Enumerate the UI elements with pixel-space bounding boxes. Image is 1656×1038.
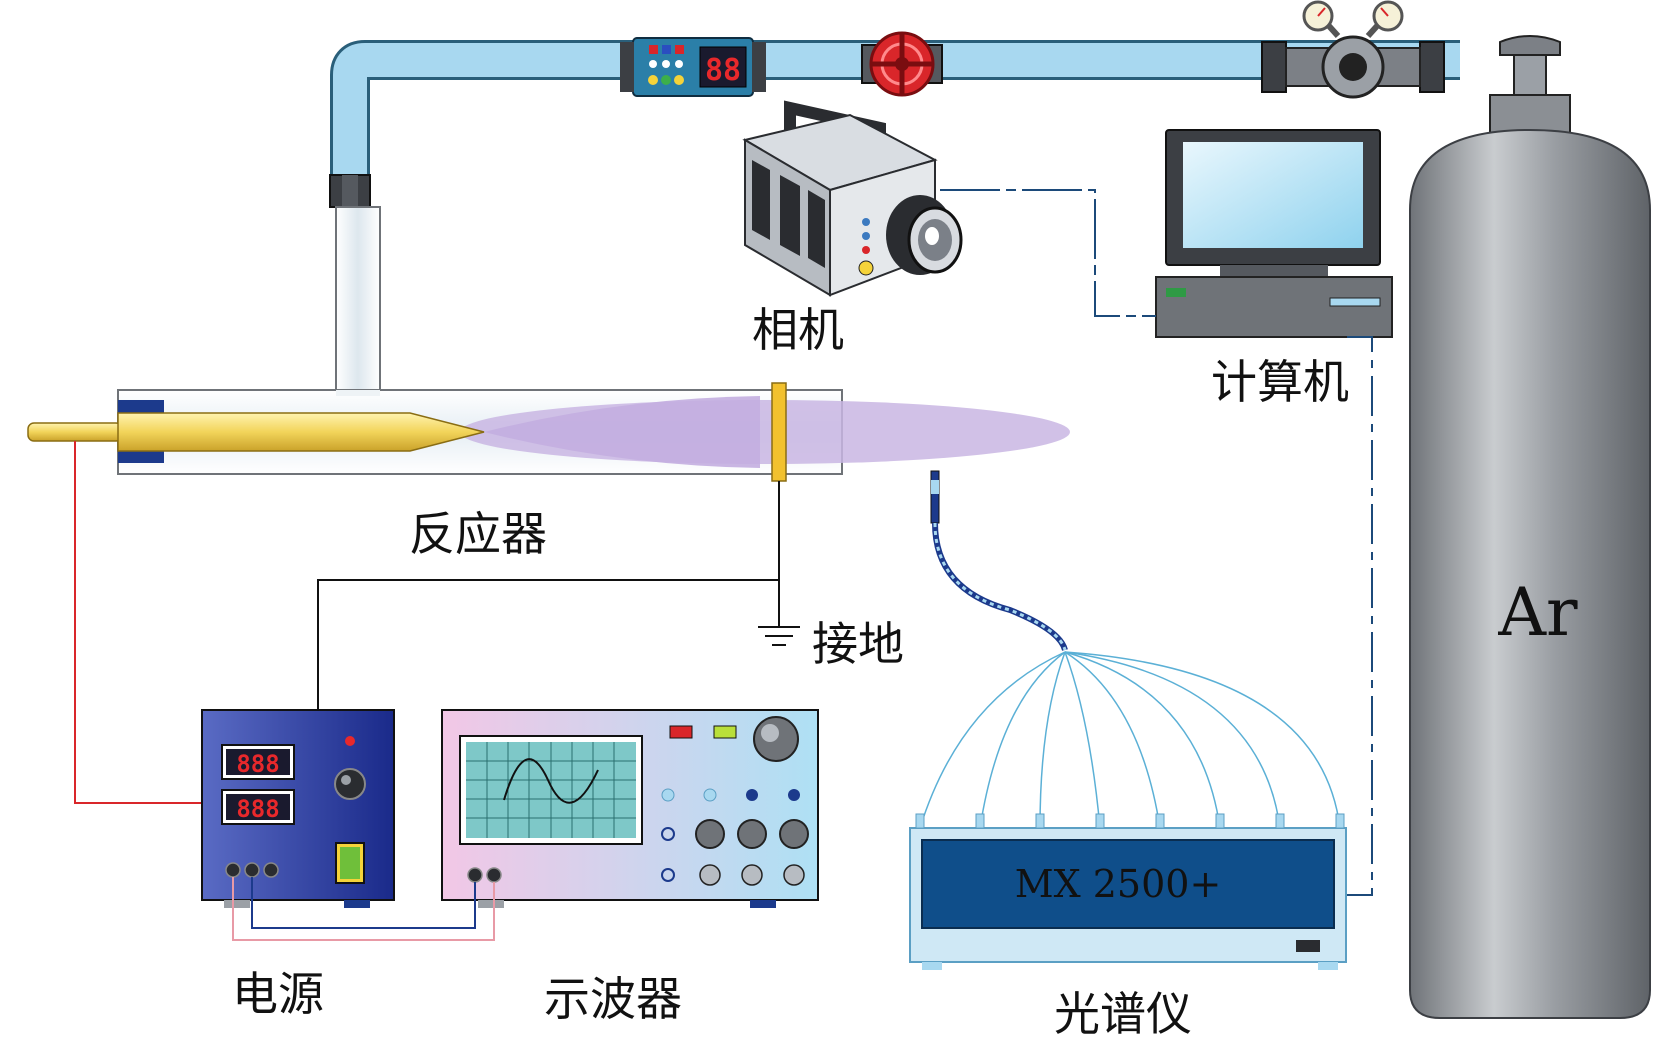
signal-cable-blue: [251, 877, 476, 929]
signal-cable-red: [232, 877, 495, 941]
spectrometer-computer-cable: [1346, 336, 1373, 896]
electrode-rod: [27, 422, 123, 442]
computer: [1155, 129, 1393, 338]
flow-meter: 88: [620, 37, 766, 97]
argon-cylinder: Ar: [1409, 35, 1651, 1019]
power-indicator-icon: [345, 736, 355, 746]
label-camera: 相机: [752, 303, 844, 357]
ground-wire: [317, 481, 780, 710]
ground-symbol-icon: [758, 580, 800, 646]
camera: [742, 100, 963, 297]
ground-electrode-ring: [771, 382, 787, 482]
spectrometer-model: MX 2500+: [1015, 862, 1222, 906]
computer-case: [1155, 276, 1393, 338]
electrode-tip: [117, 412, 485, 452]
spectrometer-panel: [921, 839, 1335, 929]
gas-pipe: [329, 40, 1460, 208]
power-supply: 888 888: [201, 709, 395, 908]
label-ground: 接地: [812, 617, 904, 671]
pressure-regulator: [1261, 0, 1445, 99]
label-computer: 计算机: [1211, 355, 1349, 409]
spectrometer: MX 2500+: [909, 813, 1347, 970]
reactor: [27, 206, 1070, 482]
label-spectrometer: 光谱仪: [1054, 987, 1192, 1038]
fiber-probe: [919, 470, 1341, 829]
camera-computer-cable: [940, 189, 1156, 317]
high-voltage-wire: [74, 441, 202, 804]
label-oscilloscope: 示波器: [544, 972, 682, 1026]
waveform: [503, 758, 599, 804]
power-display-bottom: 888: [236, 795, 279, 823]
oscilloscope: [441, 709, 819, 908]
power-knob[interactable]: [334, 768, 366, 800]
cylinder-gas-label: Ar: [1497, 574, 1578, 651]
monitor-screen: [1183, 142, 1363, 248]
label-power-supply: 电源: [232, 967, 324, 1021]
power-display-top: 888: [236, 750, 279, 778]
label-reactor: 反应器: [409, 507, 547, 561]
valve: [861, 31, 943, 97]
flow-meter-display: 88: [705, 53, 741, 88]
